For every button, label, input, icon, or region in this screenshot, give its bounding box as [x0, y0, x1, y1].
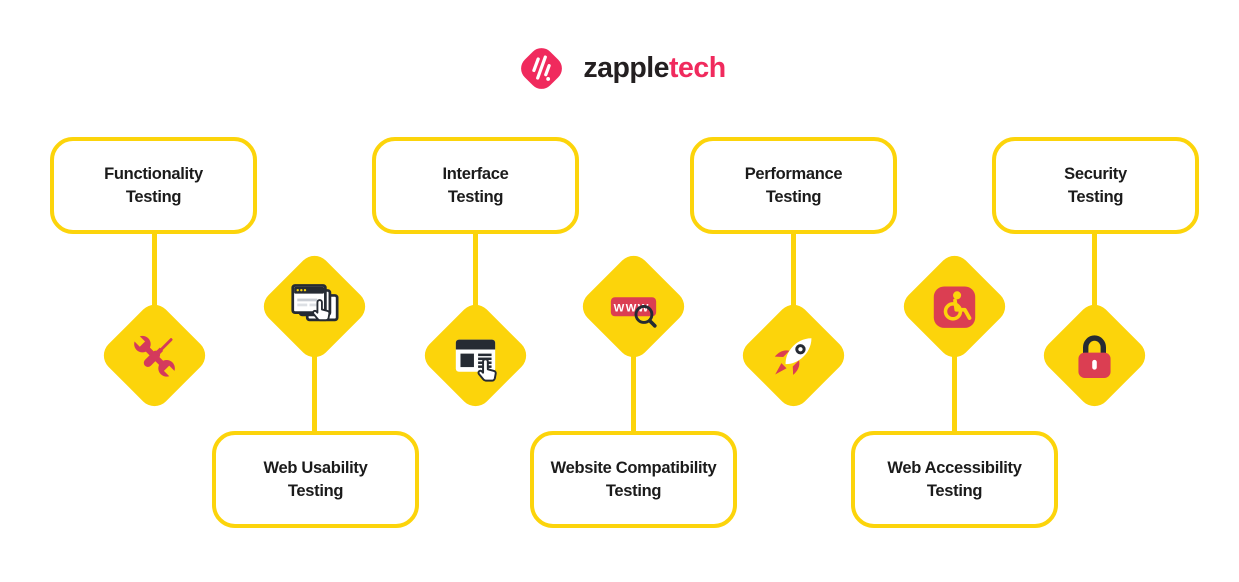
node-label-line1: Web Accessibility	[887, 458, 1022, 477]
node-box-web-usability-testing: Web Usability Testing	[212, 431, 419, 528]
connector-interface	[473, 230, 478, 312]
node-label-line2: Testing	[605, 481, 662, 500]
node-label-line2: Testing	[125, 187, 182, 206]
node-label-line1: Functionality	[104, 164, 203, 183]
diamond-website-compatibility: WWW	[576, 249, 691, 364]
hand-cursor-icon	[477, 357, 497, 381]
node-label-line2: Testing	[287, 481, 344, 500]
diamond-web-usability	[257, 249, 372, 364]
diamond-interface	[418, 298, 533, 413]
node-box-security-testing: Security Testing	[992, 137, 1199, 234]
connector-functionality	[152, 230, 157, 312]
node-box-web-accessibility-testing: Web Accessibility Testing	[851, 431, 1058, 528]
connector-security	[1092, 230, 1097, 312]
node-box-website-compatibility-testing: Website Compatibility Testing	[530, 431, 737, 528]
padlock-icon	[1078, 334, 1111, 378]
diamond-web-accessibility	[897, 249, 1012, 364]
brand-logo-icon	[521, 48, 563, 89]
diamond-performance	[736, 298, 851, 413]
node-box-functionality-testing: Functionality Testing	[50, 137, 257, 234]
node-label-line1: Website Compatibility	[550, 458, 717, 477]
node-label-line2: Testing	[447, 187, 504, 206]
brand-name-primary: zapple	[583, 52, 670, 84]
www-search-icon: WWW	[610, 296, 657, 327]
www-badge-text: WWW	[614, 302, 650, 314]
brand-logo-text: zappletech	[583, 52, 726, 85]
node-label-line1: Performance	[744, 164, 843, 183]
node-label-line1: Web Usability	[263, 458, 368, 477]
brand-logo: zappletech	[0, 40, 1239, 97]
diamond-security	[1037, 298, 1152, 413]
node-box-interface-testing: Interface Testing	[372, 137, 579, 234]
wrench-shape	[132, 333, 177, 378]
brand-name-accent: tech	[669, 52, 726, 84]
browser-click-icon	[455, 338, 497, 381]
node-label-line2: Testing	[1067, 187, 1124, 206]
connector-website-compatibility	[631, 351, 636, 435]
magnifier-icon	[634, 304, 657, 327]
wrench-screwdriver-icon	[132, 333, 177, 378]
connector-web-accessibility	[952, 351, 957, 435]
node-label-line2: Testing	[765, 187, 822, 206]
connector-performance	[791, 230, 796, 312]
diamond-functionality	[97, 298, 212, 413]
node-box-performance-testing: Performance Testing	[690, 137, 897, 234]
hand-cursor-icon	[312, 298, 331, 321]
node-label-line1: Security	[1064, 164, 1127, 183]
node-label-line2: Testing	[926, 481, 983, 500]
stacked-browser-windows-icon	[291, 283, 339, 321]
wheelchair-accessibility-icon	[933, 285, 976, 328]
connector-web-usability	[312, 351, 317, 435]
node-label-line1: Interface	[442, 164, 509, 183]
rocket-icon	[774, 337, 812, 375]
